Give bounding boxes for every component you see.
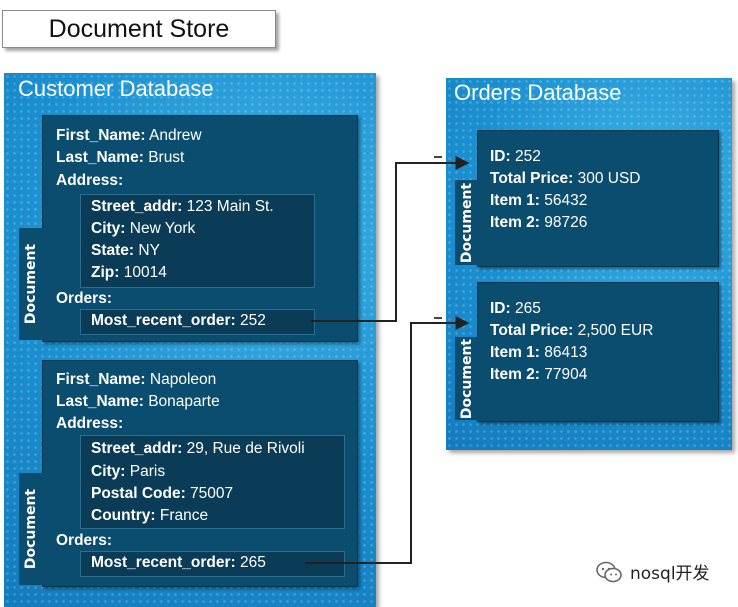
watermark: nosql开发 bbox=[596, 559, 710, 584]
city-field: City: Paris bbox=[91, 463, 166, 480]
customer-document-2-tab: Document bbox=[19, 473, 43, 585]
address-label: Address: bbox=[56, 415, 124, 432]
customer-database-title: Customer Database bbox=[18, 76, 214, 101]
order-document-1 bbox=[477, 130, 719, 267]
address-block-1 bbox=[80, 194, 315, 288]
street-field: Street_addr: 123 Main St. bbox=[91, 198, 274, 215]
city-field: City: New York bbox=[91, 220, 196, 237]
most-recent-order-field: Most_recent_order: 265 bbox=[91, 554, 266, 571]
order-document-2-tab: Document bbox=[455, 337, 478, 420]
orders-label: Orders: bbox=[56, 532, 112, 549]
street-field: Street_addr: 29, Rue de Rivoli bbox=[91, 440, 305, 457]
last-name-field: Last_Name: Brust bbox=[56, 149, 185, 166]
first-name-field: First_Name: Napoleon bbox=[56, 371, 217, 388]
country-field: Country: France bbox=[91, 507, 209, 524]
item-1-field: Item 1: 56432 bbox=[490, 192, 588, 209]
address-label: Address: bbox=[56, 172, 124, 189]
orders-label: Orders: bbox=[56, 290, 112, 307]
total-price-field: Total Price: 300 USD bbox=[490, 170, 641, 187]
postal-code-field: Postal Code: 75007 bbox=[91, 485, 234, 502]
wechat-icon bbox=[596, 561, 622, 582]
orders-block-1 bbox=[80, 309, 315, 335]
item-1-field: Item 1: 86413 bbox=[490, 344, 588, 361]
first-name-field: First_Name: Andrew bbox=[56, 127, 202, 144]
orders-block-2 bbox=[80, 551, 345, 577]
most-recent-order-field: Most_recent_order: 252 bbox=[91, 312, 266, 329]
address-block-2 bbox=[80, 435, 345, 529]
orders-database-title: Orders Database bbox=[454, 80, 622, 105]
order-document-2 bbox=[477, 282, 719, 422]
item-2-field: Item 2: 98726 bbox=[490, 214, 588, 231]
order-document-1-tab: Document bbox=[455, 180, 478, 265]
arrow-order-265 bbox=[305, 316, 470, 564]
watermark-text: nosql开发 bbox=[630, 564, 710, 584]
state-field: State: NY bbox=[91, 242, 160, 259]
order-id-field: ID: 252 bbox=[490, 148, 541, 165]
zip-field: Zip: 10014 bbox=[91, 264, 167, 281]
arrow-order-252 bbox=[310, 156, 470, 322]
last-name-field: Last_Name: Bonaparte bbox=[56, 393, 220, 410]
item-2-field: Item 2: 77904 bbox=[490, 366, 588, 383]
customer-document-1-tab: Document bbox=[19, 228, 43, 340]
page-title: Document Store bbox=[2, 10, 276, 48]
order-id-field: ID: 265 bbox=[490, 300, 541, 317]
total-price-field: Total Price: 2,500 EUR bbox=[490, 322, 654, 339]
